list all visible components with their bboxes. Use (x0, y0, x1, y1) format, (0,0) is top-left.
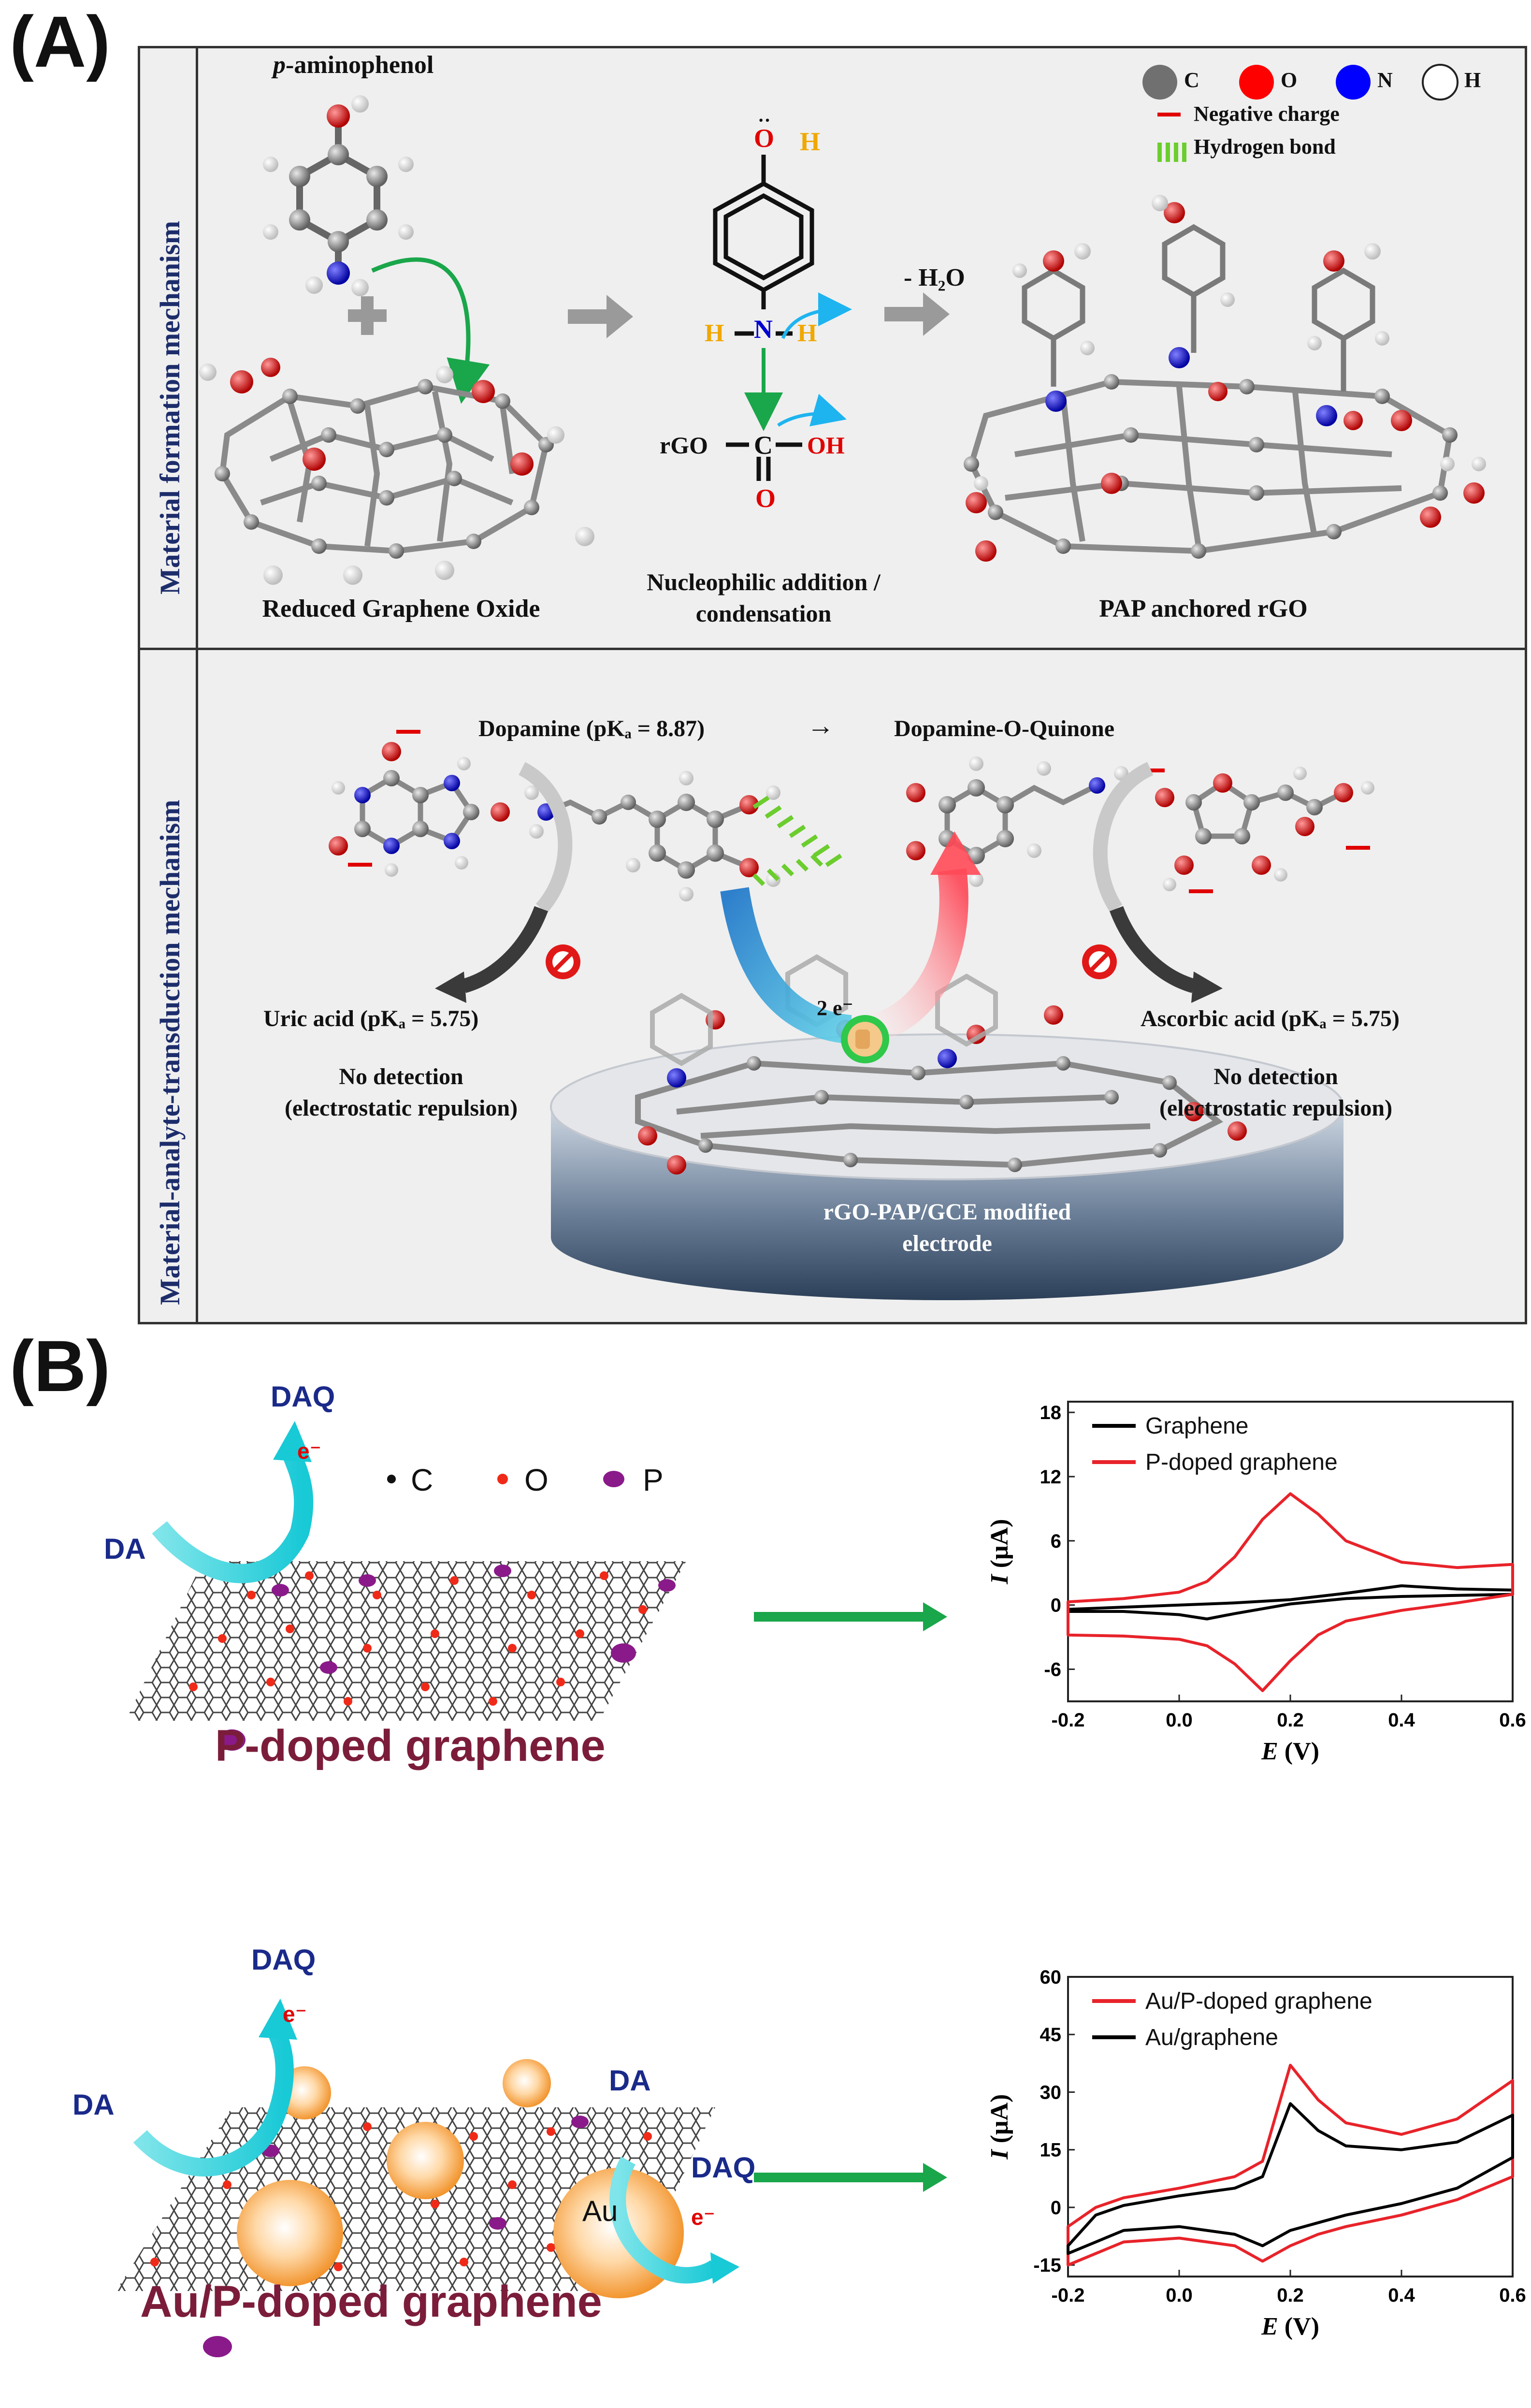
x-tick-label: -0.2 (1052, 2285, 1085, 2306)
top-daq-label: DAQ (271, 1380, 335, 1413)
pap-rgo-label: PAP anchored rGO (1099, 595, 1308, 623)
scheme-oh: OH (807, 432, 845, 459)
ascorbic-acid-label: Ascorbic acid (pKₐ = 5.75) (1141, 1006, 1400, 1031)
x-axis-label: E (V) (1261, 2313, 1319, 2340)
scheme-h-left: H (705, 319, 724, 347)
y-tick-label: 18 (1040, 1402, 1062, 1423)
dopamine-arrow: → (807, 711, 834, 741)
bottom-e2-label: e⁻ (691, 2205, 715, 2230)
plot-frame (1067, 1401, 1514, 1702)
au-sheet-illustration (116, 1999, 947, 2357)
legend-h: H (1464, 68, 1481, 92)
x-tick-label: 0.6 (1499, 2285, 1526, 2306)
formation-scene (199, 95, 1486, 585)
bottom-sheet-label: Au/P-doped graphene (140, 2277, 602, 2326)
electrode-line-2: electrode (902, 1231, 992, 1256)
transduction-scene (329, 730, 1374, 1300)
p-rest: -aminophenol (286, 51, 434, 79)
top-e-label: e⁻ (297, 1438, 321, 1464)
scheme-n: N (754, 315, 773, 344)
cv-chart-graphene: -0.2 0.0 0.2 0.4 0.6 18 12 6 0 -6 E (V) I (μA) Graph… (986, 1401, 1526, 1765)
legend-label-2: Au/graphene (1145, 2025, 1278, 2050)
ascorbic-electrostatic: (electrostatic repulsion) (1159, 1095, 1393, 1121)
y-tick-label: 30 (1040, 2082, 1062, 2103)
y-tick-label: 15 (1040, 2140, 1062, 2161)
legend-n: N (1377, 68, 1393, 92)
bottom-daq1-label: DAQ (251, 1944, 316, 1976)
au-label: Au (582, 2195, 618, 2227)
x-tick-label: 0.4 (1388, 1710, 1415, 1731)
scheme-o-bottom: O (755, 484, 776, 513)
y-tick-label: 60 (1040, 1967, 1062, 1988)
top-sheet-label: P-doped graphene (215, 1721, 606, 1770)
y-tick-label: 6 (1051, 1531, 1061, 1552)
top-legend-o: O (524, 1463, 549, 1497)
legend-label-2: P-doped graphene (1145, 1450, 1338, 1475)
uric-no-detection: No detection (339, 1064, 463, 1089)
top-legend-c: C (411, 1463, 433, 1497)
uric-acid-label: Uric acid (pKₐ = 5.75) (263, 1006, 479, 1031)
y-tick-label: 0 (1051, 1595, 1061, 1616)
y-tick-label: 45 (1040, 2024, 1062, 2045)
top-da-label: DA (104, 1533, 146, 1565)
x-tick-label: -0.2 (1052, 1710, 1085, 1731)
water-loss-label: - H₂O (904, 264, 965, 291)
scheme-rgo: rGO (660, 432, 708, 459)
series-line-2 (1067, 1492, 1514, 1692)
bottom-da1-label: DA (72, 2089, 115, 2121)
nucleophilic-label-2: condensation (695, 600, 832, 627)
panel-b-label: (B) (10, 1325, 111, 1407)
panel-a-label: (A) (10, 1, 111, 82)
y-tick-label: 0 (1051, 2197, 1061, 2219)
bottom-e1-label: e⁻ (283, 2002, 307, 2027)
quinone-label: Dopamine-O-Quinone (894, 716, 1115, 741)
p-aminophenol-label: p-aminophenol (273, 51, 433, 79)
legend-o: O (1281, 68, 1298, 92)
y-axis-label: I (μA) (986, 1519, 1013, 1585)
top-legend-p: P (643, 1463, 664, 1497)
series-line-2 (1067, 2102, 1514, 2255)
scheme-h-top: H (800, 127, 821, 156)
dopamine-label: Dopamine (pKₐ = 8.87) (478, 716, 705, 741)
legend-c: C (1184, 68, 1199, 92)
x-tick-label: 0.4 (1388, 2285, 1415, 2306)
x-tick-label: 0.0 (1166, 1710, 1193, 1731)
nucleophilic-label-1: Nucleophilic addition / (647, 568, 881, 595)
transduction-title-strip (138, 648, 198, 1324)
scheme-c: C (754, 431, 773, 460)
series-line-1 (1067, 1584, 1514, 1621)
atom-legend-swatches (1142, 64, 1459, 162)
bottom-daq2-label: DAQ (691, 2151, 756, 2184)
x-tick-label: 0.0 (1166, 2285, 1193, 2306)
y-axis-label: I (μA) (986, 2094, 1013, 2160)
x-tick-label: 0.6 (1499, 1710, 1526, 1731)
legend-negative-charge: Negative charge (1194, 102, 1340, 126)
x-tick-label: 0.2 (1277, 2285, 1304, 2306)
uric-electrostatic: (electrostatic repulsion) (284, 1095, 518, 1121)
cv-chart-au-graphene: -0.2 0.0 0.2 0.4 0.6 60 45 30 15 0 -15 E (V) I (μA) A… (986, 1967, 1526, 2340)
legend-hydrogen-bond: Hydrogen bond (1194, 135, 1336, 159)
legend-label-1: Au/P-doped graphene (1145, 1988, 1372, 2014)
p-doped-sheet-illustration (126, 1421, 947, 1751)
x-axis-label: E (V) (1261, 1738, 1319, 1765)
scheme-o-top: O (754, 124, 775, 153)
legend-label-1: Graphene (1145, 1413, 1249, 1439)
scheme-h-right: H (797, 319, 817, 347)
p-italic: p (273, 51, 286, 79)
scheme-lone-pair: ·· (758, 109, 771, 131)
electrode-line-1: rGO-PAP/GCE modified (823, 1199, 1071, 1225)
rgo-sheet (219, 383, 549, 554)
y-tick-label: 12 (1040, 1466, 1062, 1488)
electrons-label: 2 e⁻ (817, 996, 853, 1020)
series-line-1 (1067, 2063, 1514, 2267)
scheme-structure (713, 155, 814, 481)
ascorbic-no-detection: No detection (1213, 1064, 1338, 1089)
x-tick-label: 0.2 (1277, 1710, 1304, 1731)
rgo-label: Reduced Graphene Oxide (262, 595, 540, 623)
y-tick-label: -6 (1044, 1659, 1061, 1681)
pap-rgo-sheet (968, 378, 1453, 554)
bottom-da2-label: DA (609, 2064, 651, 2097)
y-tick-label: -15 (1033, 2255, 1061, 2276)
